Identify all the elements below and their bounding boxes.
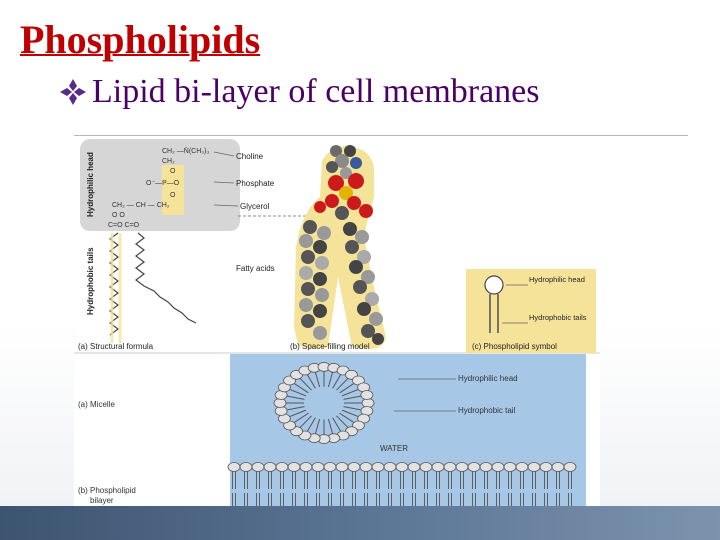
space-filling-atoms — [314, 145, 373, 220]
formula-glycerol-row: CH₂ — CH — CH₂ — [112, 202, 170, 209]
caption-symbol: (c) Phospholipid symbol — [472, 342, 557, 351]
slide-title: Phospholipids — [20, 17, 261, 62]
space-filling-left-chain — [299, 220, 331, 340]
phospholipid-figure: Hydrophilic head Hydrophobic tails CH₂ —… — [74, 137, 600, 527]
symbol-head — [484, 275, 504, 295]
formula-o-top: O — [170, 168, 176, 175]
formula-row2: CH₂ — [162, 158, 175, 165]
formula-o-bottom: O — [170, 192, 176, 199]
diamond-bullet-icon — [60, 79, 86, 105]
micelle — [273, 362, 375, 444]
head-panel — [80, 139, 240, 231]
bullet-row: Lipid bi-layer of cell membranes — [58, 72, 540, 112]
label-glycerol: Glycerol — [240, 202, 270, 211]
micelle-label-head: Hydrophilic head — [458, 374, 518, 383]
micelle-label-tail: Hydrophobic tail — [458, 406, 516, 415]
caption-bilayer-line2: bilayer — [90, 496, 114, 505]
caption-micelle: (a) Micelle — [78, 400, 115, 409]
symbol-label-head: Hydrophilic head — [529, 275, 585, 284]
side-label-hydrophilic: Hydrophilic head — [86, 152, 95, 217]
formula-p-row: O⁻—P—O — [146, 180, 180, 187]
side-label-hydrophobic: Hydrophobic tails — [86, 247, 95, 315]
fatty-tail-right — [135, 232, 197, 324]
bullet-text: Lipid bi-layer of cell membranes — [92, 73, 540, 110]
space-filling-right-chain — [343, 222, 384, 345]
label-phosphate: Phosphate — [236, 179, 275, 188]
caption-structural-formula: (a) Structural formula — [78, 342, 154, 351]
formula-co-row: C=O C=O — [108, 222, 140, 229]
divider-line — [74, 135, 688, 136]
label-fatty-acids: Fatty acids — [236, 264, 275, 273]
label-water: WATER — [380, 444, 408, 453]
formula-row1: CH₂ —N̄(CH₃)₃ — [162, 147, 209, 155]
symbol-label-tails: Hydrophobic tails — [529, 313, 587, 322]
caption-space-filling: (b) Space-filling model — [290, 342, 370, 351]
caption-bilayer-line1: (b) Phospholipid — [78, 486, 136, 495]
formula-o-row: O O — [112, 212, 125, 219]
label-choline: Choline — [236, 152, 264, 161]
footer-band — [0, 506, 720, 540]
